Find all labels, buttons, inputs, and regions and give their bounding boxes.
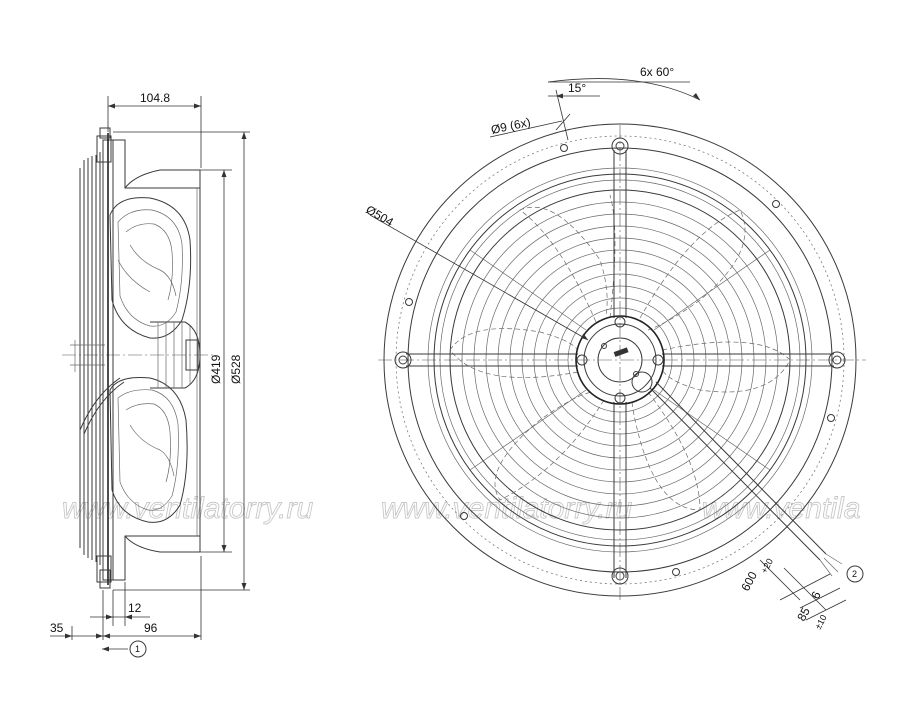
dim-holes-label: Ø9 (6x) [490, 115, 532, 137]
side-guard-grille [70, 152, 105, 565]
front-guard-grille [449, 189, 791, 531]
front-view: Ø504 6x 60° 15° Ø9 (6x) 600 +20 6 [364, 65, 866, 631]
front-mounting-holes [394, 137, 846, 585]
dim-depth-label: 104.8 [140, 91, 170, 105]
front-impeller-blades [449, 194, 791, 511]
front-cable [649, 381, 843, 577]
dim-outer-diameter-label: Ø528 [229, 354, 243, 384]
side-dimensions: 104.8 Ø419 Ø528 12 35 [50, 91, 250, 658]
view-marker-1 [129, 640, 147, 658]
side-view: 104.8 Ø419 Ø528 12 35 [50, 91, 250, 658]
dim-hole-pitch-label: 6x 60° [640, 65, 674, 79]
dim-flange-label: 35 [50, 621, 64, 635]
mounting-hole-left [394, 351, 412, 369]
side-motor-hub [150, 321, 201, 389]
dim-cable-length-label: 600 [738, 569, 760, 594]
view-marker-1-label: 1 [135, 644, 140, 654]
dim-body-label: 96 [144, 621, 158, 635]
cable-gland [631, 371, 653, 393]
mounting-hole-bottom [611, 567, 629, 585]
dim-hub-offset-label: 12 [128, 601, 142, 615]
watermark-text-1: www.ventilatorry.ru [62, 492, 313, 525]
dim-strip-label: 6 [808, 589, 824, 602]
dim-hole-angle-label: 15° [568, 81, 586, 95]
view-marker-2-label: 2 [852, 569, 857, 579]
watermark-text-2: www.ventilatorry.ru [381, 492, 632, 525]
mounting-hole-top [611, 137, 629, 155]
dim-strip2-label: 85 [794, 605, 813, 624]
side-mounting-flange [96, 127, 114, 589]
front-guard-struts [406, 150, 834, 578]
side-cable [79, 377, 121, 431]
view-marker-2 [846, 565, 864, 583]
dim-inner-diameter-label: Ø419 [209, 354, 223, 384]
mounting-hole-right [828, 351, 846, 369]
front-motor-hub [575, 315, 665, 405]
dim-bolt-circle-label: Ø504 [364, 202, 397, 229]
side-impeller-blades [109, 197, 192, 523]
watermark: www.ventilatorry.ru www.ventilatorry.ru … [62, 492, 861, 526]
